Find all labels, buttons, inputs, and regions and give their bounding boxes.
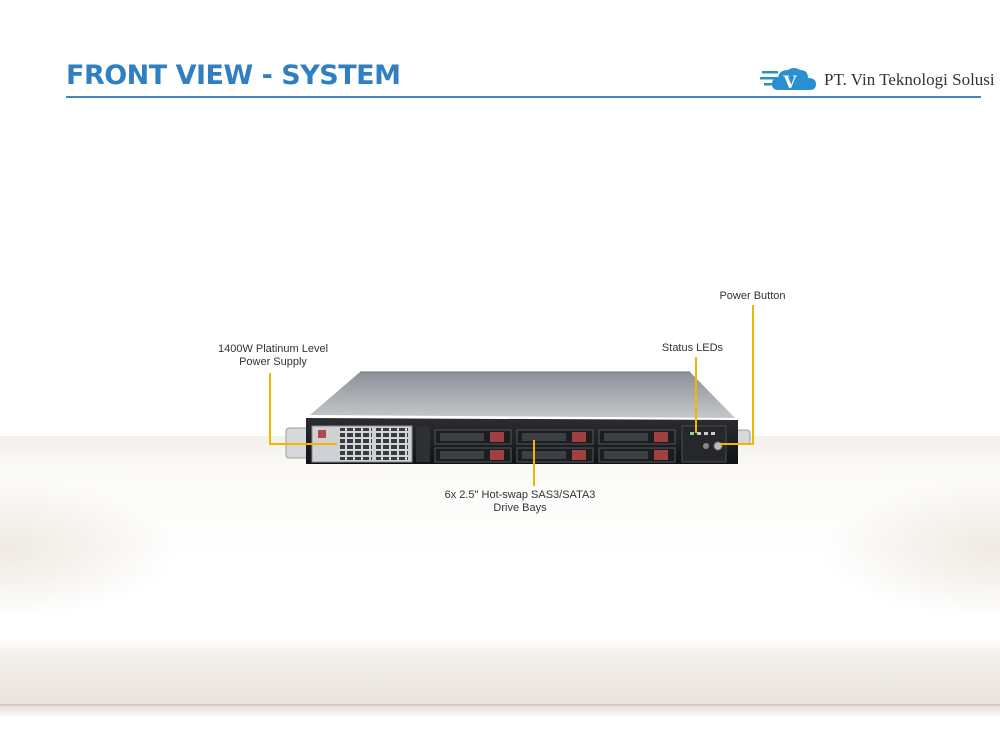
power-supply-label-line1: 1400W Platinum Level [217,343,329,355]
chassis-top [310,372,735,418]
power-button-callout-line [752,305,754,445]
drive-bays-label: 6x 2.5" Hot-swap SAS3/SATA3 Drive Bays [420,489,620,515]
surface-shade-left [0,480,180,620]
drive-bay [598,447,676,463]
drive-bay [516,447,594,463]
reset-button-icon [703,443,709,449]
psu-vent-left [340,428,372,460]
drive-bays-label-line1: 6x 2.5" Hot-swap SAS3/SATA3 [444,489,596,501]
drive-bay-grid [434,429,676,463]
status-led-icons [690,432,715,435]
power-supply-label-line2: Power Supply [239,356,307,368]
drive-bay [516,429,594,445]
power-button-label: Power Button [719,290,786,302]
drive-bay [598,429,676,445]
power-supply-callout-line [269,373,271,445]
status-leds-label: Status LEDs [661,342,724,354]
surface-shade-right [820,480,1000,620]
drive-bay [434,447,512,463]
power-supply-label: 1400W Platinum Level Power Supply [198,343,348,369]
psu-handle [318,430,326,438]
company-logo: V PT. Vin Teknologi Solusi [760,62,995,96]
status-leds-callout-line [695,357,697,433]
drive-bays-label-line2: Drive Bays [493,502,547,514]
power-supply-callout-line [269,443,337,445]
power-button-callout-line [720,443,754,445]
title-divider [66,96,981,98]
logo-letter: V [782,73,797,93]
server-chassis-image [285,371,751,464]
cloud-logo-icon: V [760,68,816,93]
company-name: PT. Vin Teknologi Solusi [824,70,995,89]
drive-bays-callout-line [533,440,535,486]
drive-bay [434,429,512,445]
psu-vent-right [376,428,408,460]
surface-shadow [0,704,1000,718]
front-vent-left [416,426,430,462]
page-title: FRONT VIEW - SYSTEM [66,60,401,91]
